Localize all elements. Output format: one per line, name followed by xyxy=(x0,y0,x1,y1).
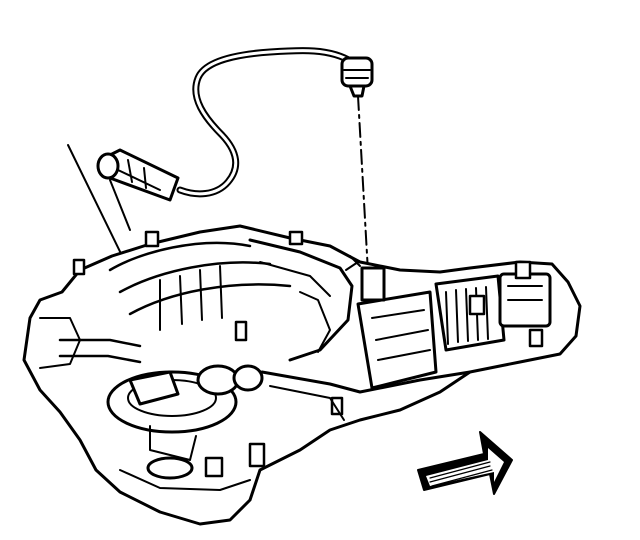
ignition-coil-module xyxy=(345,255,438,390)
ignition-wire xyxy=(176,47,356,198)
wire-boot-left xyxy=(96,148,180,202)
throttle-body xyxy=(106,364,264,491)
mounting-bolts xyxy=(72,230,544,478)
rear-housing xyxy=(434,260,552,352)
wire-boot-right xyxy=(340,56,374,98)
arrow-right-icon xyxy=(417,431,513,495)
lower-rail xyxy=(260,370,472,421)
leader-line-vertical xyxy=(357,95,369,273)
